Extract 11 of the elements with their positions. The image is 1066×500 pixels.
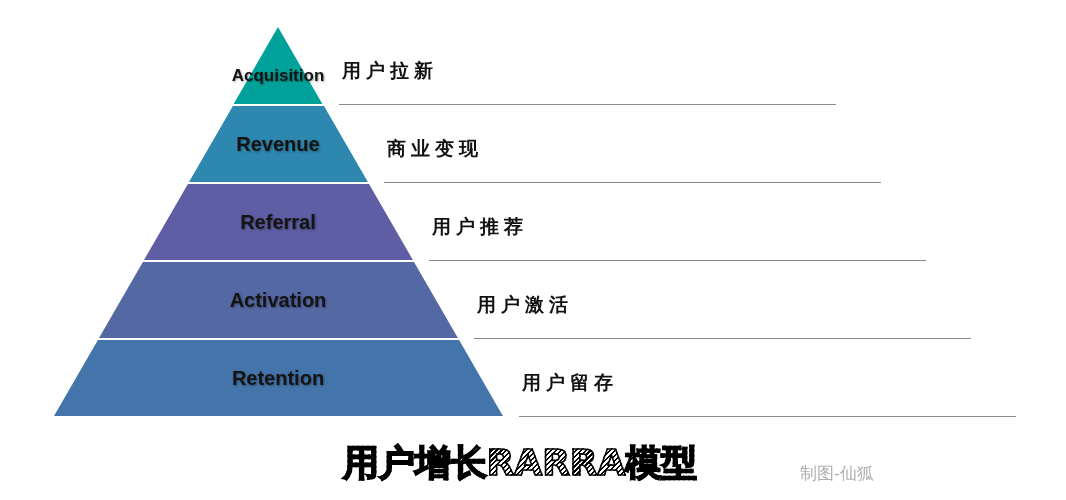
tier-label: Activation <box>229 290 327 310</box>
tier-label: Revenue <box>236 134 320 154</box>
tier-caption: 用户推荐 <box>432 216 529 236</box>
tier-caption: 用户激活 <box>477 294 574 314</box>
tier-caption: 用户留存 <box>522 372 619 392</box>
diagram-title: 用户增长RARRA模型 <box>342 445 698 481</box>
tier-caption: 商业变现 <box>387 138 484 158</box>
tier-caption: 用户拉新 <box>342 60 439 80</box>
tier-label: Retention <box>231 368 325 388</box>
tier-label: Referral <box>240 212 316 232</box>
credit-text: 制图-仙狐 <box>800 464 874 482</box>
